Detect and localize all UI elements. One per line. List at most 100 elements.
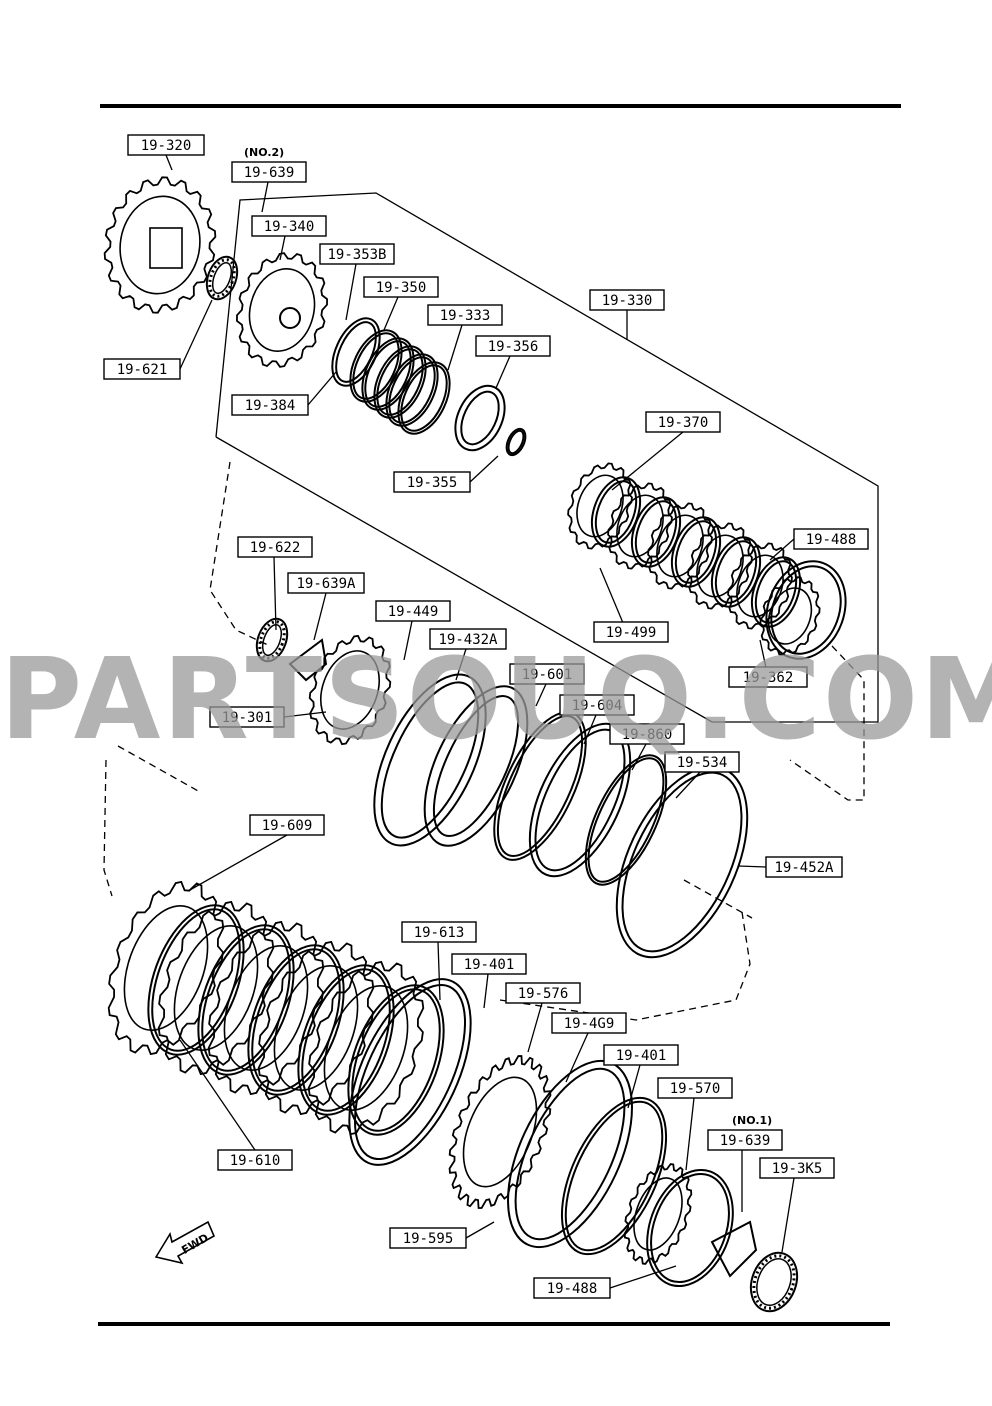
part-label-19-860[interactable]: 19-860 bbox=[609, 723, 685, 745]
leader-line bbox=[535, 683, 547, 707]
part-19-3k5-bearing bbox=[749, 1251, 799, 1313]
part-label-box bbox=[427, 304, 503, 326]
part-label-19-353b[interactable]: 19-353B bbox=[319, 243, 395, 265]
part-label-19-401[interactable]: 19-401 bbox=[603, 1044, 679, 1066]
part-label-19-639[interactable]: 19-639 bbox=[231, 161, 307, 183]
part-label-19-432a[interactable]: 19-432A bbox=[429, 628, 507, 650]
annotation-note-no1: (NO.1) bbox=[732, 1114, 772, 1127]
part-label-19-356[interactable]: 19-356 bbox=[475, 335, 551, 357]
part-label-19-595[interactable]: 19-595 bbox=[389, 1227, 467, 1249]
part-label-box bbox=[429, 628, 507, 650]
part-label-text: 19-621 bbox=[117, 362, 168, 378]
part-label-19-3k5[interactable]: 19-3K5 bbox=[759, 1157, 835, 1179]
part-label-box bbox=[231, 394, 309, 416]
dashed-group-outline bbox=[209, 461, 271, 647]
part-label-19-301[interactable]: 19-301 bbox=[209, 706, 285, 728]
part-label-box bbox=[389, 1227, 467, 1249]
part-label-box bbox=[217, 1149, 293, 1171]
part-label-19-350[interactable]: 19-350 bbox=[363, 276, 439, 298]
part-19-576-drum bbox=[448, 1055, 552, 1209]
part-19-622-bearing bbox=[255, 617, 289, 663]
part-label-19-488[interactable]: 19-488 bbox=[793, 528, 869, 550]
part-label-text: 19-320 bbox=[141, 138, 192, 154]
part-19-860-ring bbox=[584, 754, 668, 886]
part-label-text: 19-609 bbox=[262, 818, 313, 834]
part-label-19-488[interactable]: 19-488 bbox=[533, 1277, 611, 1299]
part-label-19-362[interactable]: 19-362 bbox=[728, 666, 808, 688]
part-label-text: 19-499 bbox=[606, 625, 657, 641]
part-label-19-639a[interactable]: 19-639A bbox=[287, 572, 365, 594]
fwd-arrow-icon: FWD bbox=[154, 1220, 216, 1265]
part-label-19-622[interactable]: 19-622 bbox=[237, 536, 313, 558]
part-label-19-401[interactable]: 19-401 bbox=[451, 953, 527, 975]
part-label-19-320[interactable]: 19-320 bbox=[127, 134, 205, 156]
part-label-text: 19-639A bbox=[296, 576, 356, 592]
part-label-text: 19-610 bbox=[230, 1153, 281, 1169]
leader-line bbox=[609, 1265, 677, 1289]
part-label-text: 19-362 bbox=[743, 670, 794, 686]
part-label-19-639[interactable]: 19-639 bbox=[707, 1129, 783, 1151]
part-label-19-370[interactable]: 19-370 bbox=[645, 411, 721, 433]
dashed-group-outline bbox=[103, 759, 113, 897]
part-label-box bbox=[363, 276, 439, 298]
part-label-19-330[interactable]: 19-330 bbox=[589, 289, 665, 311]
part-label-19-621[interactable]: 19-621 bbox=[103, 358, 181, 380]
part-label-box bbox=[609, 723, 685, 745]
part-label-text: 19-333 bbox=[440, 308, 491, 324]
leader-line bbox=[215, 192, 879, 723]
part-19-609-plate bbox=[207, 920, 325, 1096]
part-label-19-609[interactable]: 19-609 bbox=[249, 814, 325, 836]
part-19-350-spring-coil bbox=[385, 353, 439, 427]
part-19-370-plate bbox=[590, 476, 642, 548]
part-label-box bbox=[559, 694, 635, 716]
part-label-text: 19-488 bbox=[806, 532, 857, 548]
part-label-19-570[interactable]: 19-570 bbox=[657, 1077, 733, 1099]
part-19-401-ring bbox=[560, 1096, 668, 1256]
part-label-box bbox=[765, 856, 843, 878]
part-label-19-384[interactable]: 19-384 bbox=[231, 394, 309, 416]
part-label-19-576[interactable]: 19-576 bbox=[505, 982, 581, 1004]
part-19-432a-race bbox=[423, 685, 529, 847]
part-19-610-plate bbox=[147, 904, 245, 1056]
part-label-box bbox=[127, 134, 205, 156]
leader-line bbox=[179, 299, 213, 370]
part-19-4g9-housing bbox=[507, 1059, 633, 1249]
part-19-609-plate bbox=[157, 900, 275, 1076]
part-label-box bbox=[509, 663, 585, 685]
part-label-box bbox=[728, 666, 808, 688]
part-label-19-610[interactable]: 19-610 bbox=[217, 1149, 293, 1171]
leader-line bbox=[469, 455, 499, 483]
part-label-text: 19-639 bbox=[244, 165, 295, 181]
part-label-19-499[interactable]: 19-499 bbox=[593, 621, 669, 643]
leader-line bbox=[465, 1221, 495, 1239]
dashed-group-outline bbox=[683, 879, 753, 919]
part-19-449-ring bbox=[373, 673, 487, 847]
part-label-19-333[interactable]: 19-333 bbox=[427, 304, 503, 326]
part-label-box bbox=[664, 751, 740, 773]
leader-line bbox=[279, 235, 286, 261]
leader-line bbox=[403, 620, 413, 661]
part-19-610-plate bbox=[247, 944, 345, 1096]
part-label-text: 19-488 bbox=[547, 1281, 598, 1297]
leader-line bbox=[189, 834, 288, 891]
part-label-19-601[interactable]: 19-601 bbox=[509, 663, 585, 685]
part-label-box bbox=[249, 814, 325, 836]
part-label-box bbox=[551, 1012, 627, 1034]
part-label-19-4g9[interactable]: 19-4G9 bbox=[551, 1012, 627, 1034]
part-label-19-604[interactable]: 19-604 bbox=[559, 694, 635, 716]
part-label-19-613[interactable]: 19-613 bbox=[401, 921, 477, 943]
leader-line bbox=[179, 1039, 256, 1151]
part-label-box bbox=[793, 528, 869, 550]
part-19-609-plate bbox=[107, 880, 225, 1056]
part-label-text: 19-622 bbox=[250, 540, 301, 556]
part-label-text: 19-570 bbox=[670, 1081, 721, 1097]
part-label-19-355[interactable]: 19-355 bbox=[393, 471, 471, 493]
part-label-text: 19-452A bbox=[774, 860, 834, 876]
part-label-19-449[interactable]: 19-449 bbox=[375, 600, 451, 622]
part-label-box bbox=[319, 243, 395, 265]
part-label-19-534[interactable]: 19-534 bbox=[664, 751, 740, 773]
leader-line bbox=[261, 181, 269, 213]
part-19-370-plate bbox=[710, 536, 762, 608]
part-label-19-340[interactable]: 19-340 bbox=[251, 215, 327, 237]
part-label-19-452a[interactable]: 19-452A bbox=[765, 856, 843, 878]
